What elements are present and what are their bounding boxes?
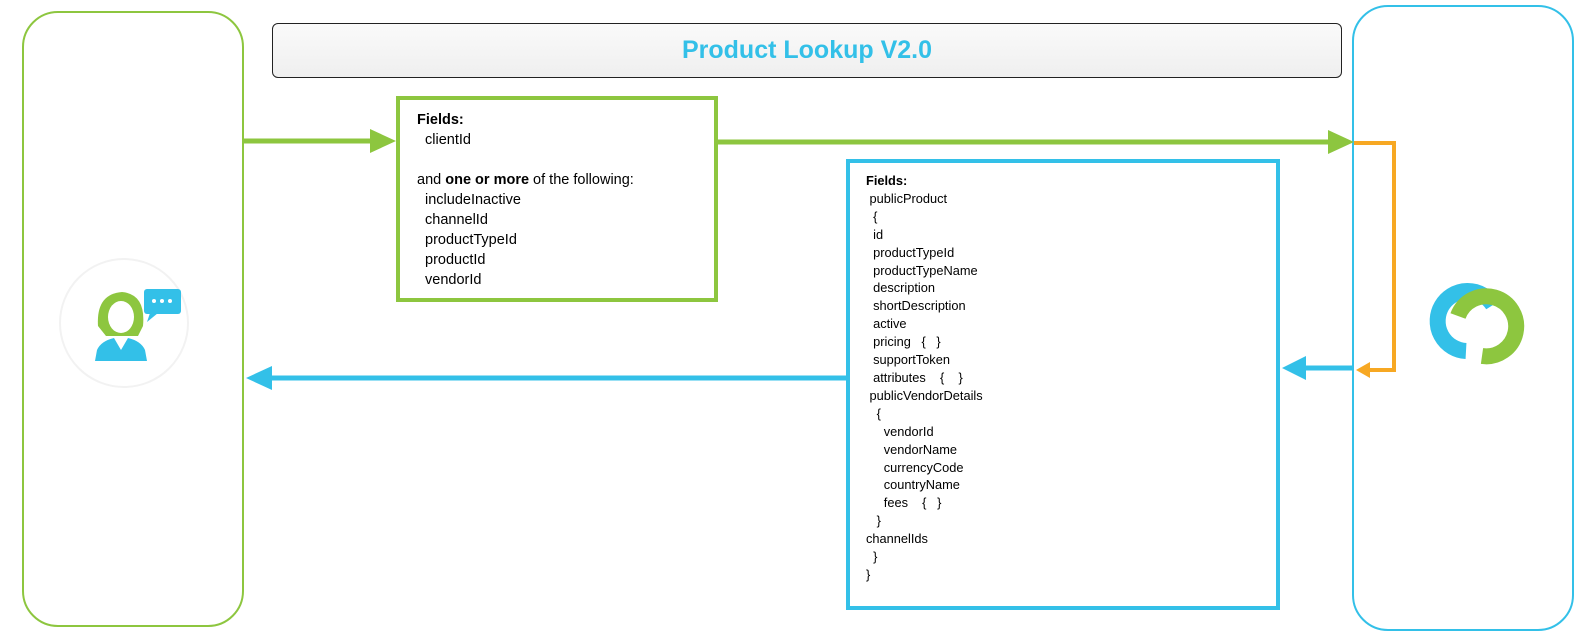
request-optional-field: vendorId (425, 272, 482, 288)
response-field-line: description (866, 280, 935, 296)
chat-dot (152, 299, 156, 303)
processing-loop-arrow-head (1356, 362, 1370, 378)
response-field-line: } (866, 549, 878, 565)
user-chat-icon (59, 258, 189, 388)
forward-arrow-head (1328, 130, 1354, 154)
request-optional-intro: and one or more of the following: (417, 170, 714, 190)
chat-dot (160, 299, 164, 303)
response-field-line: { (866, 405, 881, 421)
response-field-line: { (866, 208, 878, 224)
user-body (95, 338, 147, 361)
request-fields-heading: Fields: (417, 112, 464, 128)
response-field-line: } (866, 566, 871, 582)
linked-rings-logo-icon (1429, 283, 1525, 365)
response-field-line: channelIds (866, 531, 928, 547)
response-field-line: id (866, 226, 884, 242)
chat-dot (168, 299, 172, 303)
request-fields-box: Fields: clientId and one or more of the … (396, 96, 718, 302)
server-panel (1352, 5, 1574, 631)
response-field-line: currencyCode (866, 459, 964, 475)
response-field-line: } (866, 513, 881, 529)
response-field-line: vendorId (866, 423, 934, 439)
client-panel (22, 11, 244, 627)
chat-bubble-tail (147, 313, 158, 322)
intro-bold: one or more (445, 172, 530, 188)
title-bar: Product Lookup V2.0 (272, 23, 1342, 78)
request-arrow-head (370, 129, 396, 153)
request-optional-field: productId (425, 252, 486, 268)
response-field-line: active (866, 316, 907, 332)
request-optional-field: productTypeId (425, 232, 517, 248)
processing-loop-connector (1354, 141, 1396, 372)
response-fields-box: Fields: publicProduct { id productTypeId… (846, 159, 1280, 610)
logo-green-ring (1450, 288, 1525, 365)
intro-suffix: of the following: (529, 172, 634, 188)
response-field-line: fees { } (866, 495, 942, 511)
response-fields-heading: Fields: (866, 173, 908, 188)
response-field-line: attributes { } (866, 369, 963, 385)
page-title: Product Lookup V2.0 (681, 36, 933, 64)
response-field-line: productTypeName (866, 262, 978, 278)
response-in-arrow-head (1282, 356, 1306, 380)
user-face (108, 301, 134, 333)
response-field-line: pricing { } (866, 334, 941, 350)
response-field-line: supportToken (866, 352, 950, 368)
response-field-line: productTypeId (866, 244, 955, 260)
response-field-line: shortDescription (866, 298, 966, 314)
request-optional-field: channelId (425, 212, 488, 228)
intro-prefix: and (417, 172, 446, 188)
response-field-line: countryName (866, 477, 960, 493)
request-optional-field: includeInactive (425, 192, 521, 208)
response-out-arrow-head (246, 366, 272, 390)
response-field-line: vendorName (866, 441, 958, 457)
request-required-field: clientId (425, 132, 471, 148)
response-field-line: publicProduct (866, 190, 948, 206)
response-field-line: publicVendorDetails (866, 387, 983, 403)
